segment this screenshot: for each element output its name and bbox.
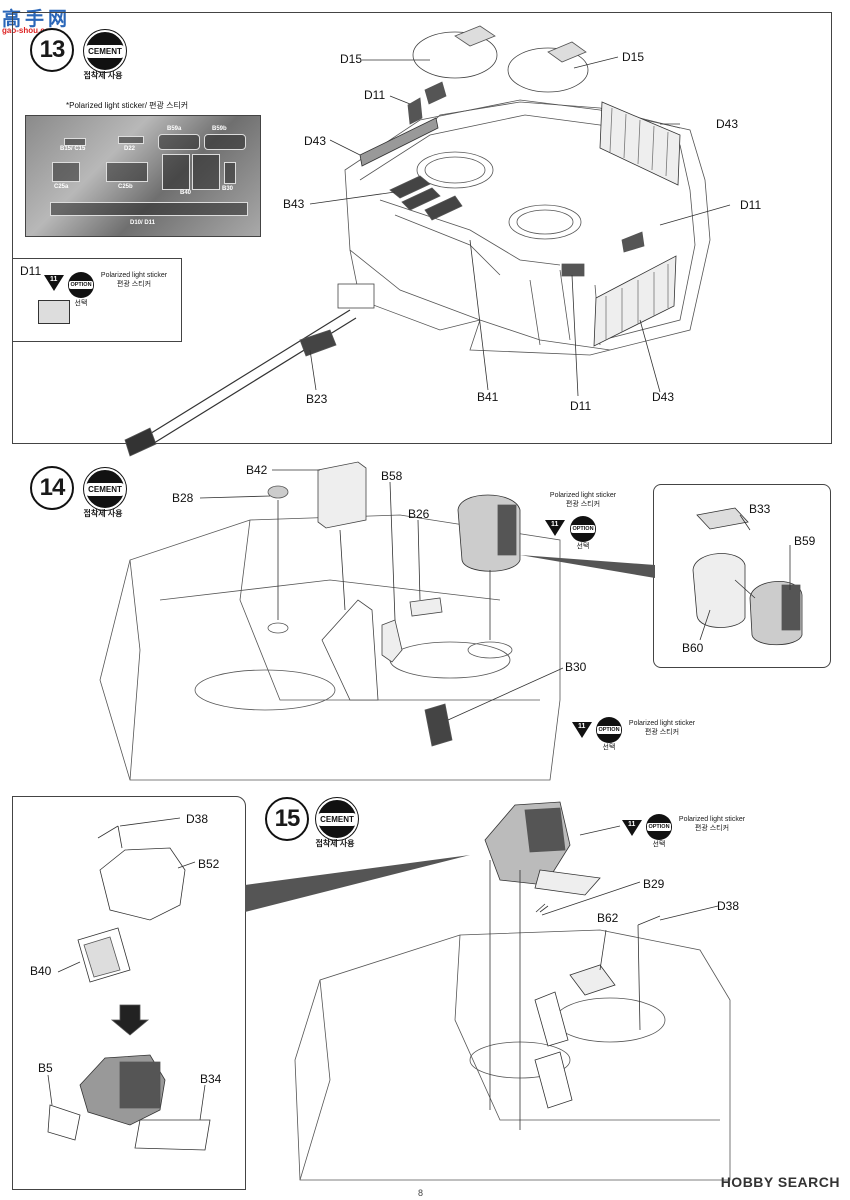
step-14-number: 14 bbox=[30, 466, 74, 510]
watermark: HOBBY SEARCH bbox=[720, 1174, 840, 1190]
option-caption-15: 선택 bbox=[652, 841, 666, 848]
option-icon-15: OPTION bbox=[646, 814, 672, 840]
label-d43-bottom: D43 bbox=[652, 390, 675, 404]
label-d38: D38 bbox=[717, 899, 740, 913]
sticker-b40a bbox=[162, 154, 190, 190]
label-b58: B58 bbox=[381, 469, 403, 483]
label-b28: B28 bbox=[172, 491, 194, 505]
label-d11-right: D11 bbox=[740, 198, 762, 212]
sticker-b30 bbox=[224, 162, 236, 184]
option-badge-label-14a: OPTION bbox=[571, 525, 595, 533]
inset-label-b59: B59 bbox=[794, 534, 816, 548]
page-number: 8 bbox=[418, 1188, 424, 1198]
inset-label-b5: B5 bbox=[38, 1061, 53, 1075]
option-ref-number-14a: 11 bbox=[551, 521, 559, 528]
option-ref-number-15: 11 bbox=[628, 821, 636, 828]
label-b29: B29 bbox=[643, 877, 665, 891]
site-logo: 高手网 bbox=[2, 9, 72, 30]
option-ref-triangle-14b: 11 bbox=[572, 722, 592, 738]
inset-label-d38: D38 bbox=[186, 812, 209, 826]
polarized-note-en-15: Polarized light sticker bbox=[678, 816, 746, 823]
cement-icon: CEMENT bbox=[84, 30, 126, 72]
label-d11-top: D11 bbox=[364, 88, 386, 102]
sticker-c25b bbox=[106, 162, 148, 182]
sheet-title: *Polarized light sticker/ 편광 스티커 bbox=[66, 101, 189, 110]
d11-part bbox=[38, 300, 70, 324]
inset-label-b60: B60 bbox=[682, 641, 704, 655]
polarized-note-en-14b: Polarized light sticker bbox=[628, 720, 696, 727]
sticker-label-d10: D10/ D11 bbox=[130, 220, 156, 226]
inset-label-b34: B34 bbox=[200, 1072, 222, 1086]
sticker-d10 bbox=[50, 202, 248, 216]
option-ref-triangle-14a: 11 bbox=[545, 520, 565, 536]
sticker-c25a bbox=[52, 162, 80, 182]
sticker-label-b59b: B59b bbox=[212, 126, 227, 132]
inset-label-d11: D11 bbox=[20, 264, 42, 278]
cement-badge-14: CEMENT bbox=[86, 482, 124, 496]
option-badge-label-14b: OPTION bbox=[597, 726, 621, 734]
sticker-label-b40: B40 bbox=[180, 190, 192, 196]
step-15-number: 15 bbox=[265, 797, 309, 841]
option-ref-triangle-15: 11 bbox=[622, 820, 642, 836]
cement-caption: 접착제 사용 bbox=[83, 71, 123, 80]
cement-badge-15: CEMENT bbox=[318, 812, 356, 826]
sticker-b15 bbox=[64, 138, 86, 146]
option-ref-triangle: 11 bbox=[44, 275, 64, 291]
label-d43-right: D43 bbox=[716, 117, 739, 131]
cement-badge: CEMENT bbox=[86, 44, 124, 58]
label-d15-left: D15 bbox=[340, 52, 363, 66]
cement-caption-14: 접착제 사용 bbox=[83, 509, 123, 518]
label-d15-right: D15 bbox=[622, 50, 645, 64]
sticker-label-c25b: C25b bbox=[118, 184, 133, 190]
label-b23: B23 bbox=[306, 392, 328, 406]
polarized-note-kr-14b: 편광 스티커 bbox=[644, 729, 680, 736]
label-d11-bottom: D11 bbox=[570, 399, 592, 413]
sticker-b59b bbox=[204, 134, 246, 150]
cement-icon-15: CEMENT bbox=[316, 798, 358, 840]
label-b62: B62 bbox=[597, 911, 619, 925]
option-caption: 선택 bbox=[74, 300, 88, 307]
inset-label-b33: B33 bbox=[749, 502, 771, 516]
option-badge-label: OPTION bbox=[69, 281, 93, 289]
label-b42: B42 bbox=[246, 463, 268, 477]
sticker-label-b15: B15/ C15 bbox=[60, 146, 86, 152]
polarized-sticker-sheet: B15/ C15 D22 B59a B59b C25a C25b B40 B30… bbox=[25, 115, 261, 237]
option-icon-14a: OPTION bbox=[570, 516, 596, 542]
option-caption-14a: 선택 bbox=[576, 543, 590, 550]
step-13-number: 13 bbox=[30, 28, 74, 72]
polarized-note-en-14a: Polarized light sticker bbox=[549, 492, 617, 499]
option-icon-14b: OPTION bbox=[596, 717, 622, 743]
option-ref-number-14b: 11 bbox=[578, 723, 586, 730]
label-b43: B43 bbox=[283, 197, 305, 211]
sticker-label-b59a: B59a bbox=[167, 126, 182, 132]
sticker-label-d22: D22 bbox=[124, 146, 136, 152]
d11-inset-frame bbox=[12, 258, 182, 342]
sticker-b59a bbox=[158, 134, 200, 150]
option-ref-number: 11 bbox=[50, 276, 58, 283]
label-b30: B30 bbox=[565, 660, 587, 674]
inset-label-b52: B52 bbox=[198, 857, 220, 871]
site-url: gao-shou.com bbox=[2, 26, 57, 35]
sticker-label-c25a: C25a bbox=[54, 184, 69, 190]
sticker-label-b30: B30 bbox=[222, 186, 234, 192]
sticker-d22 bbox=[118, 136, 144, 144]
inset-label-b40: B40 bbox=[30, 964, 52, 978]
polarized-note-kr-14a: 편광 스티커 bbox=[565, 501, 601, 508]
option-icon: OPTION bbox=[68, 272, 94, 298]
top-frame bbox=[12, 12, 832, 444]
cement-caption-15: 접착제 사용 bbox=[315, 839, 355, 848]
polarized-note-kr: 편광 스티커 bbox=[116, 281, 152, 288]
step15-inset-frame bbox=[12, 796, 246, 1190]
cement-icon-14: CEMENT bbox=[84, 468, 126, 510]
polarized-note-kr-15: 편광 스티커 bbox=[694, 825, 730, 832]
option-caption-14b: 선택 bbox=[602, 744, 616, 751]
sticker-b40b bbox=[192, 154, 220, 190]
option-badge-label-15: OPTION bbox=[647, 823, 671, 831]
label-b26: B26 bbox=[408, 507, 430, 521]
polarized-note-en: Polarized light sticker bbox=[100, 272, 168, 279]
label-d43-left: D43 bbox=[304, 134, 327, 148]
label-b41: B41 bbox=[477, 390, 499, 404]
